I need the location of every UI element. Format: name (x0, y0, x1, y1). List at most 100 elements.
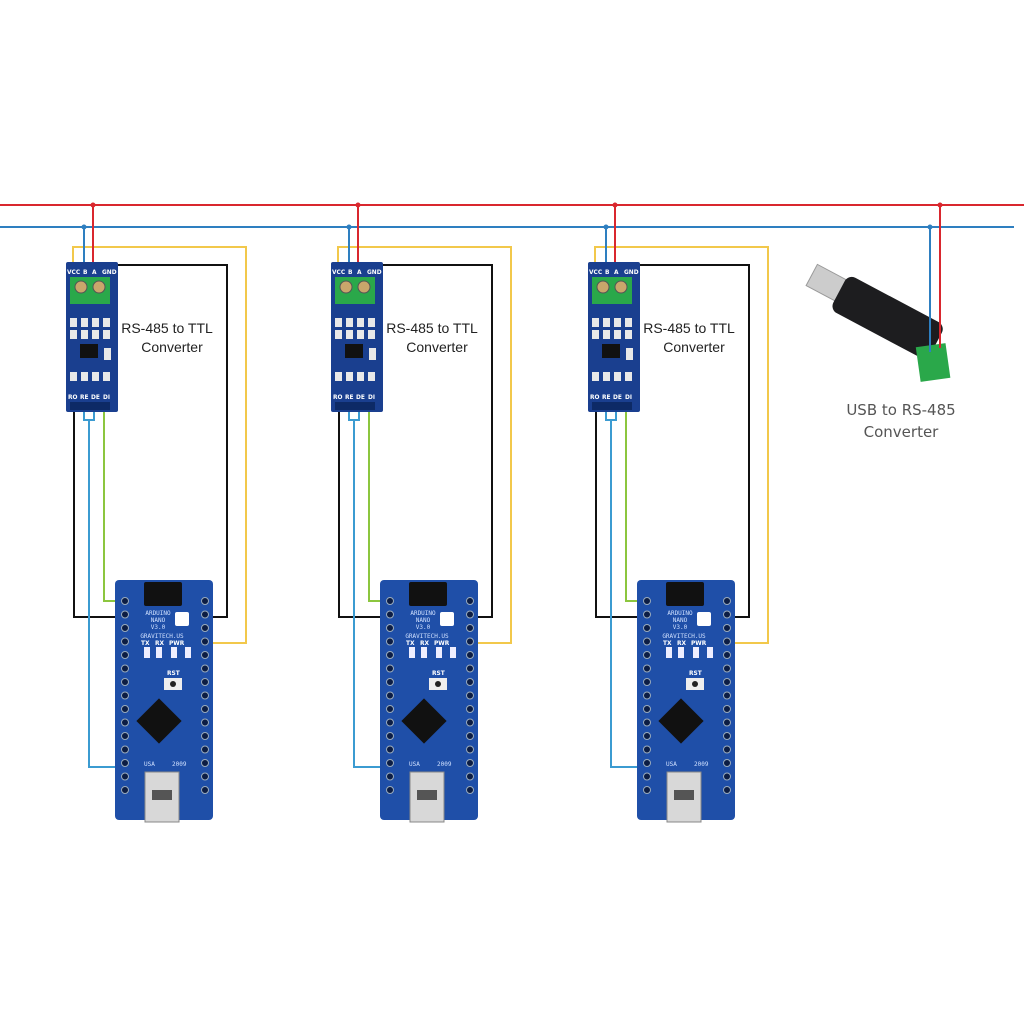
led-label-tx: TX (406, 639, 415, 647)
led-label-tx: TX (141, 639, 150, 647)
svg-text:2009: 2009 (437, 761, 452, 768)
header-pin (643, 651, 651, 659)
max485-chip (345, 344, 363, 358)
module-pin-label-gnd: GND (624, 268, 639, 276)
module-pin-label-de: DE (613, 393, 622, 401)
svg-text:V3.0: V3.0 (416, 624, 431, 631)
header-pin (643, 732, 651, 740)
module-pin-label-ro: RO (68, 393, 78, 401)
header-pin (643, 664, 651, 673)
header-pin (466, 678, 474, 686)
header-pin (466, 624, 474, 632)
header-pin (121, 597, 129, 605)
header-pin (386, 772, 394, 781)
module-pin-label-a: A (357, 268, 362, 276)
module-pin-label-di: DI (103, 393, 110, 401)
header-pin (386, 651, 394, 659)
header-pin (643, 691, 651, 700)
usb-plug[interactable] (801, 259, 945, 361)
node: VCC B A GND RO RE DE DI RS-485 to TTL Co… (66, 202, 247, 823)
wire-ro-gnd (595, 410, 646, 618)
header-pin (121, 745, 129, 754)
header-pin (121, 651, 129, 659)
svg-text:V3.0: V3.0 (673, 624, 688, 631)
icsp-header (409, 582, 447, 606)
header-pin (643, 718, 651, 727)
module-pin-label-vcc: VCC (67, 268, 80, 276)
header-pin (386, 664, 394, 673)
svg-text:NANO: NANO (416, 617, 431, 624)
wire-re-de-to-d2 (353, 420, 389, 768)
header-pin (643, 745, 651, 754)
header-pin (386, 705, 394, 713)
header-pin (643, 637, 651, 646)
header-pin (386, 597, 394, 605)
header-pin (201, 732, 209, 740)
wire-ro-gnd (338, 410, 389, 618)
converter-label-line2: Converter (663, 339, 725, 355)
usb-converter-label-line2: Converter (864, 423, 940, 441)
module-pin-label-vcc: VCC (332, 268, 345, 276)
icsp-header (666, 582, 704, 606)
logo-g (440, 612, 454, 626)
header-pin (466, 745, 474, 754)
converter-label-line2: Converter (406, 339, 468, 355)
module-pin-label-di: DI (368, 393, 375, 401)
led-label-rx: RX (420, 639, 430, 647)
reset-label: RST (432, 669, 445, 677)
header-pin (723, 786, 731, 794)
header-pin (201, 718, 209, 727)
header-pin (723, 651, 731, 659)
header-pin (466, 691, 474, 700)
header-pin (121, 637, 129, 646)
header-pin (466, 759, 474, 767)
svg-text:GRAVITECH.US: GRAVITECH.US (140, 633, 184, 640)
arduino-nano-board: ARDUINO NANO V3.0 GRAVITECH.US TX RX PWR… (380, 580, 478, 823)
header-pin (643, 678, 651, 686)
header-pin (121, 691, 129, 700)
wire-ro-gnd (73, 410, 124, 618)
header-pin (121, 732, 129, 740)
header-pin (723, 610, 731, 619)
header-pin (121, 624, 129, 632)
header-pin (386, 678, 394, 686)
svg-text:NANO: NANO (151, 617, 166, 624)
header-pin (386, 637, 394, 646)
led-label-rx: RX (677, 639, 687, 647)
header-pin (201, 678, 209, 686)
header-pin (201, 624, 209, 632)
rs485-ttl-module: VCC B A GND RO RE DE DI (588, 262, 640, 412)
header-pin (386, 610, 394, 619)
header-pin (201, 610, 209, 619)
junction-dot-a (937, 202, 943, 208)
screw-terminal[interactable] (915, 343, 951, 382)
module-pin-label-gnd: GND (367, 268, 382, 276)
svg-text:2009: 2009 (172, 761, 187, 768)
header-pin (201, 597, 209, 605)
wire-di (625, 410, 646, 602)
header-pin (121, 772, 129, 781)
screw-icon (74, 280, 88, 294)
header-pin (723, 732, 731, 740)
header-pin (201, 637, 209, 646)
header-pin (723, 772, 731, 781)
svg-text:V3.0: V3.0 (151, 624, 166, 631)
icsp-header (144, 582, 182, 606)
led-label-pwr: PWR (691, 639, 707, 647)
logo-g (175, 612, 189, 626)
atmega-chip (136, 698, 182, 744)
wire-vcc (72, 246, 247, 644)
svg-text:NANO: NANO (673, 617, 688, 624)
screw-icon (357, 280, 371, 294)
arduino-nano-board: ARDUINO NANO V3.0 GRAVITECH.US TX RX PWR… (637, 580, 735, 823)
header-pin (386, 732, 394, 740)
wire-gnd (632, 264, 750, 618)
rs485-ttl-module: VCC B A GND RO RE DE DI (66, 262, 118, 412)
header-pin (201, 664, 209, 673)
node: VCC B A GND RO RE DE DI RS-485 to TTL Co… (331, 202, 512, 823)
wire-gnd (110, 264, 228, 618)
module-pin-label-gnd: GND (102, 268, 117, 276)
screw-icon (596, 280, 610, 294)
svg-text:GRAVITECH.US: GRAVITECH.US (662, 633, 706, 640)
